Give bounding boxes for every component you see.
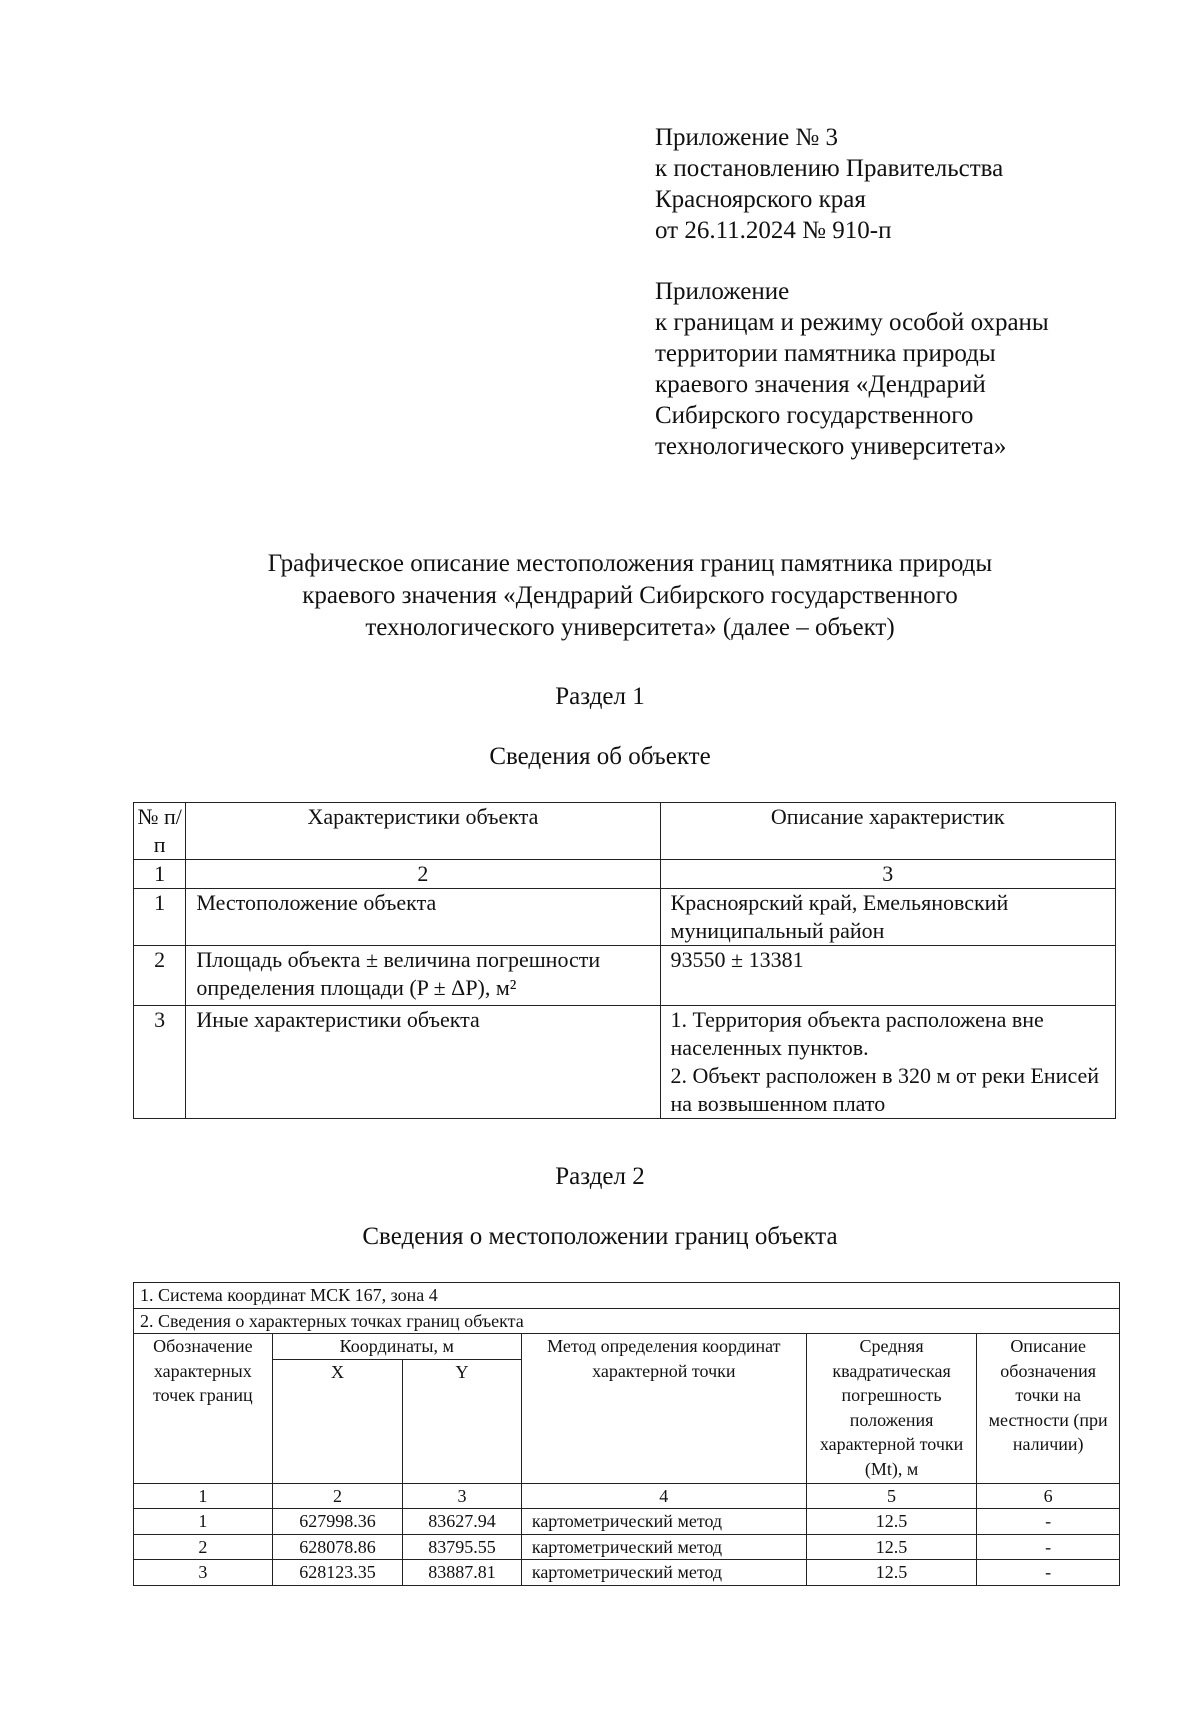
row-characteristic: Площадь объекта ± величина погрешности о… — [185, 945, 661, 1006]
table-header-number: № п/п — [132, 802, 187, 860]
row-number: 3 — [132, 1005, 187, 1119]
point-method: картометрический метод — [520, 1508, 807, 1535]
title-line: технологического университета» (далее – … — [365, 614, 895, 641]
point-x: 628123.35 — [271, 1559, 404, 1586]
appendix-line: от 26.11.2024 № 910-п — [655, 217, 892, 244]
header-error: Средняя квадратическая погрешность полож… — [805, 1333, 978, 1484]
point-y: 83795.55 — [402, 1533, 522, 1560]
point-method: картометрический метод — [520, 1533, 807, 1560]
appendix-line: Приложение № 3 — [655, 124, 839, 151]
document-title: Графическое описание местоположения гран… — [160, 548, 1100, 644]
column-number: 1 — [133, 1482, 273, 1509]
table-row: 3 628123.35 83887.81 картометрический ме… — [133, 1559, 1120, 1586]
appendix-line: территории памятника природы — [655, 340, 996, 367]
appendix-header: Приложение № 3 к постановлению Правитель… — [655, 122, 1049, 462]
point-id: 1 — [133, 1508, 273, 1535]
title-line: Графическое описание местоположения гран… — [267, 550, 993, 577]
header-designation: Обозначение характерных точек границ — [133, 1333, 273, 1484]
point-description: - — [976, 1559, 1120, 1586]
table-row: 2 Площадь объекта ± величина погрешности… — [132, 945, 1117, 1006]
row-description-item: 2. Объект расположен в 320 м от реки Ени… — [670, 1063, 1100, 1116]
table-row: 3 Иные характеристики объекта 1. Террито… — [132, 1005, 1117, 1119]
coordinate-system-row: 1. Система координат МСК 167, зона 4 — [133, 1282, 1120, 1309]
appendix-line: Приложение — [655, 278, 790, 305]
title-line: краевого значения «Дендрарий Сибирского … — [302, 582, 958, 609]
section-1-subheading: Сведения об объекте — [489, 743, 711, 770]
object-info-table: № п/п Характеристики объекта Описание ха… — [132, 802, 1117, 1119]
section-1-heading: Раздел 1 — [555, 683, 645, 710]
row-characteristic: Местоположение объекта — [185, 888, 661, 946]
column-number: 3 — [659, 859, 1117, 889]
section-2-heading: Раздел 2 — [555, 1163, 645, 1190]
column-number: 3 — [402, 1482, 522, 1509]
appendix-block-main: Приложение № 3 к постановлению Правитель… — [655, 122, 1049, 246]
section-2-subheading: Сведения о местоположении границ объекта — [362, 1223, 838, 1250]
header-point-description: Описание обозначения точки на местности … — [976, 1333, 1120, 1484]
header-y: Y — [402, 1358, 522, 1484]
table-header-description: Описание характеристик — [659, 802, 1117, 860]
point-description: - — [976, 1508, 1120, 1535]
column-number: 5 — [805, 1482, 978, 1509]
column-number: 2 — [271, 1482, 404, 1509]
appendix-line: Красноярского края — [655, 186, 866, 213]
appendix-line: к границам и режиму особой охраны — [655, 309, 1049, 336]
point-y: 83627.94 — [402, 1508, 522, 1535]
appendix-line: Сибирского государственного — [655, 402, 974, 429]
point-error: 12.5 — [805, 1533, 978, 1560]
boundary-points-table: 1. Система координат МСК 167, зона 4 2. … — [133, 1282, 1120, 1586]
point-method: картометрический метод — [520, 1559, 807, 1586]
point-error: 12.5 — [805, 1559, 978, 1586]
column-number: 2 — [185, 859, 661, 889]
row-characteristic: Иные характеристики объекта — [185, 1005, 661, 1119]
point-x: 627998.36 — [271, 1508, 404, 1535]
header-x: X — [271, 1358, 404, 1484]
appendix-line: к постановлению Правительства — [655, 155, 1004, 182]
column-number: 6 — [976, 1482, 1120, 1509]
point-id: 2 — [133, 1533, 273, 1560]
row-number: 1 — [132, 888, 187, 946]
row-description: 93550 ± 13381 — [659, 945, 1117, 1006]
appendix-line: технологического университета» — [655, 433, 1007, 460]
point-error: 12.5 — [805, 1508, 978, 1535]
column-number: 1 — [132, 859, 187, 889]
header-method: Метод определения координат характерной … — [520, 1333, 807, 1484]
point-description: - — [976, 1533, 1120, 1560]
appendix-line: краевого значения «Дендрарий — [655, 371, 986, 398]
appendix-block-sub: Приложение к границам и режиму особой ох… — [655, 276, 1049, 462]
row-description-item: 1. Территория объекта расположена вне на… — [670, 1007, 1044, 1060]
point-id: 3 — [133, 1559, 273, 1586]
header-coordinates: Координаты, м — [271, 1333, 522, 1360]
column-number: 4 — [520, 1482, 807, 1509]
table-row: 1 Местоположение объекта Красноярский кр… — [132, 888, 1117, 946]
points-info-row: 2. Сведения о характерных точках границ … — [133, 1307, 1120, 1334]
point-y: 83887.81 — [402, 1559, 522, 1586]
table-header-characteristics: Характеристики объекта — [185, 802, 661, 860]
table-row: 2 628078.86 83795.55 картометрический ме… — [133, 1533, 1120, 1560]
table-row: 1 627998.36 83627.94 картометрический ме… — [133, 1508, 1120, 1535]
row-number: 2 — [132, 945, 187, 1006]
row-description: 1. Территория объекта расположена вне на… — [659, 1005, 1117, 1119]
point-x: 628078.86 — [271, 1533, 404, 1560]
row-description: Красноярский край, Емельяновский муницип… — [659, 888, 1117, 946]
